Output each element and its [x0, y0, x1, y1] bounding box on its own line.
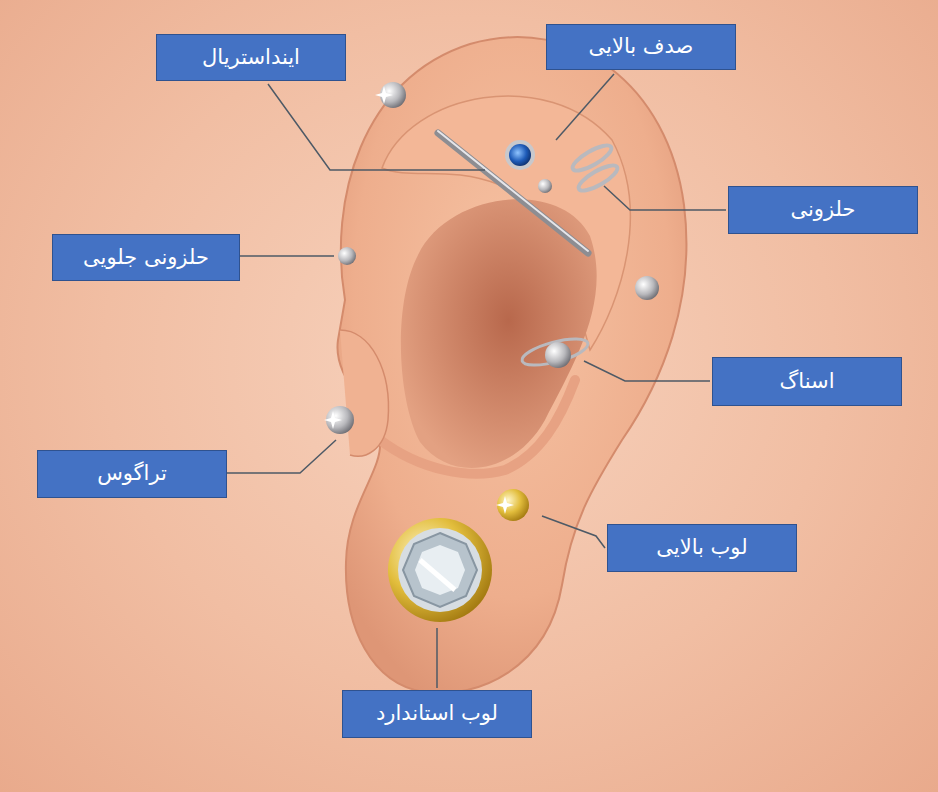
leader-line-part — [436, 628, 438, 688]
piercing-label: لوب بالایی — [656, 535, 747, 560]
label-box: اینداستریال — [156, 34, 346, 81]
leader-line-part — [542, 516, 605, 548]
jewelry-part — [538, 179, 552, 193]
piercing-label: حلزونی — [790, 197, 855, 222]
ear-shape — [337, 37, 686, 693]
jewelry-part — [415, 545, 465, 595]
leader-line-part — [604, 186, 726, 210]
sparkle-part — [496, 496, 514, 514]
jewelry-part — [398, 528, 482, 612]
jewelry-part — [520, 334, 591, 371]
leader-line-part — [556, 74, 614, 140]
jewelry-part — [497, 489, 529, 521]
jewelry-part — [438, 131, 588, 251]
jewelry-part — [438, 133, 588, 253]
label-box: حلزونی جلویی — [52, 234, 240, 281]
piercing-label: لوب استاندارد — [376, 701, 498, 726]
piercing-label: تراگوس — [97, 461, 167, 486]
jewelry-part — [505, 140, 535, 170]
jewelry-part — [575, 161, 620, 195]
sparkle-part — [324, 411, 342, 429]
label-box: اسناگ — [712, 357, 902, 406]
jewelry-part — [569, 141, 614, 175]
jewelry-part — [635, 276, 659, 300]
label-box: حلزونی — [728, 186, 918, 234]
jewelry-part — [509, 144, 531, 166]
leader-line-part — [238, 255, 334, 257]
piercing-label: حلزونی جلویی — [83, 245, 209, 270]
label-box: تراگوس — [37, 450, 227, 498]
jewelry-part — [338, 247, 356, 265]
piercing-label: صدف بالایی — [589, 34, 694, 59]
label-box: صدف بالایی — [546, 24, 736, 70]
piercing-label: اینداستریال — [202, 45, 300, 70]
sparkle-part — [375, 86, 393, 104]
jewelry-part — [388, 518, 492, 622]
ear-shape-part — [380, 380, 575, 474]
ear-shape-part — [340, 330, 388, 456]
piercing-label: اسناگ — [780, 369, 835, 394]
jewelry-part — [403, 533, 477, 607]
label-box: لوب بالایی — [607, 524, 797, 572]
ear-shape-part — [337, 37, 686, 693]
leader-line-part — [225, 440, 336, 473]
jewelry-part — [420, 560, 455, 590]
jewelry-part — [545, 342, 571, 368]
leader-line — [225, 74, 726, 688]
sparkle — [324, 86, 514, 514]
label-box: لوب استاندارد — [342, 690, 532, 738]
leader-line-part — [268, 84, 485, 170]
leader-line-part — [584, 361, 710, 381]
